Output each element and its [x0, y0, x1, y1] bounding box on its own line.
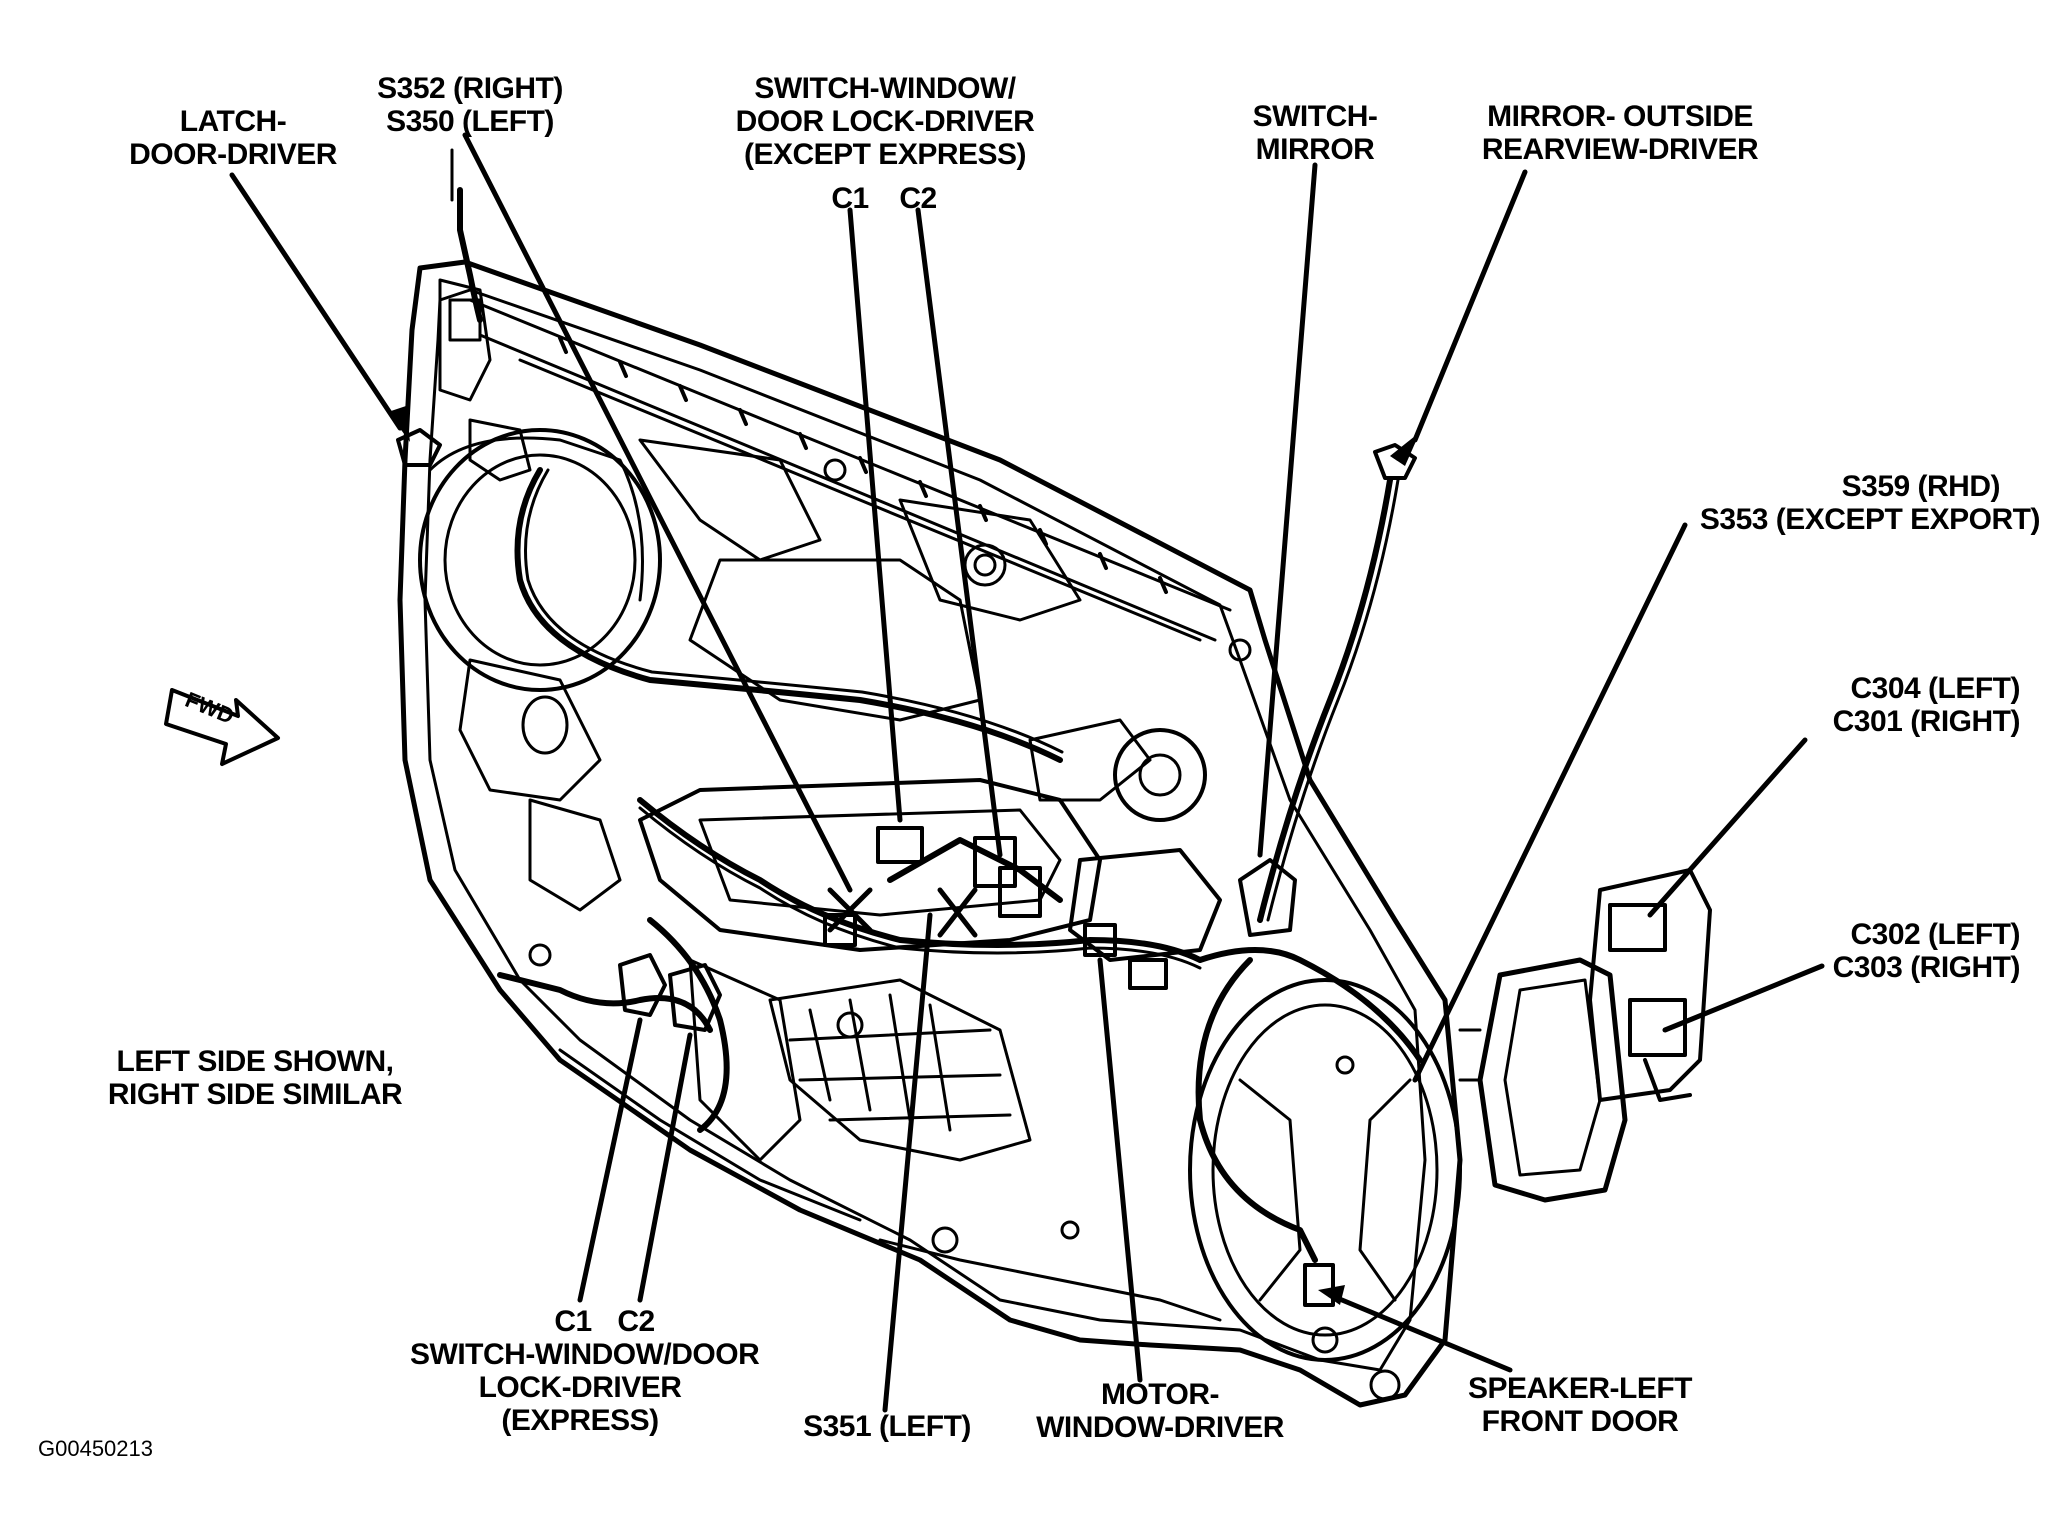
- bottom-c2-label: C2: [617, 1305, 655, 1338]
- fwd-arrow: FWD: [164, 687, 280, 766]
- splice-marks: [827, 887, 978, 938]
- door-panel: [397, 259, 1463, 1408]
- motor-window-driver-label: MOTOR- WINDOW-DRIVER: [1036, 1378, 1284, 1444]
- c302-label: C302 (LEFT) C303 (RIGHT): [1832, 918, 2021, 984]
- switch-window-top-label: SWITCH-WINDOW/ DOOR LOCK-DRIVER (EXCEPT …: [735, 72, 1035, 171]
- switch-window-bottom-label: SWITCH-WINDOW/DOOR LOCK-DRIVER (EXPRESS): [410, 1338, 760, 1437]
- latch-door-driver-label: LATCH- DOOR-DRIVER: [129, 105, 337, 171]
- bottom-c1-label: C1: [554, 1305, 592, 1338]
- top-c2-label: C2: [899, 182, 937, 215]
- speaker-label: SPEAKER-LEFT FRONT DOOR: [1467, 1372, 1693, 1438]
- splice-s359-label: S359 (RHD) S353 (EXCEPT EXPORT): [1699, 470, 2041, 536]
- mirror-outside-rearview: [1458, 868, 1712, 1203]
- splice-s351-label: S351 (LEFT): [803, 1410, 971, 1443]
- figure-id: G00450213: [38, 1436, 153, 1461]
- arrowheads: [388, 406, 1420, 1305]
- splice-s352-label: S352 (RIGHT) S350 (LEFT): [377, 72, 563, 138]
- c304-label: C304 (LEFT) C301 (RIGHT): [1832, 672, 2021, 738]
- fwd-label: FWD: [182, 687, 238, 729]
- mirror-outside-label: MIRROR- OUTSIDE REARVIEW-DRIVER: [1481, 100, 1759, 166]
- switch-mirror-label: SWITCH- MIRROR: [1252, 100, 1378, 166]
- top-c1-label: C1: [831, 182, 869, 215]
- wiring-harness: [450, 148, 1423, 1263]
- left-side-note: LEFT SIDE SHOWN, RIGHT SIDE SIMILAR: [107, 1045, 403, 1111]
- connectors: [396, 428, 1417, 1307]
- leader-lines: [229, 132, 1825, 1413]
